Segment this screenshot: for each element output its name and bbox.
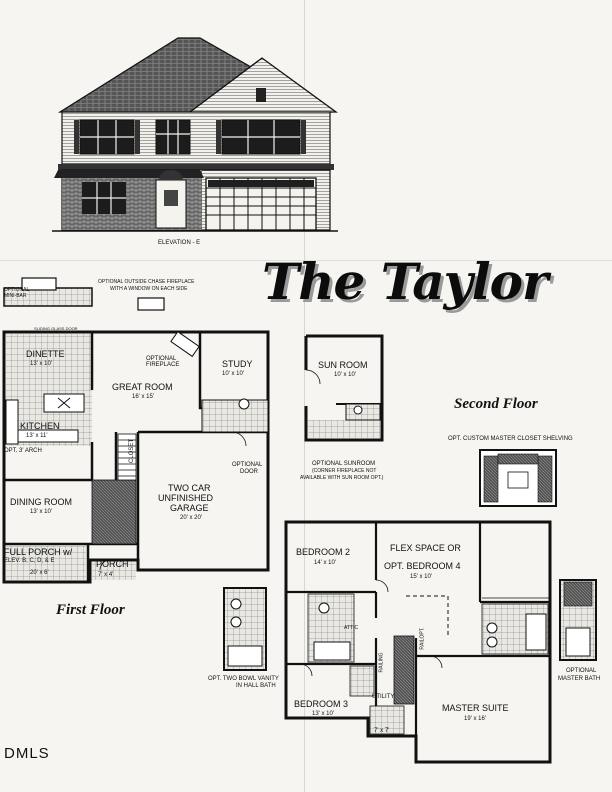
second-floor-plan xyxy=(284,520,552,764)
opt-fireplace-note-1: OPTIONAL xyxy=(146,356,177,362)
two-bowl-note-2: IN HALL BATH xyxy=(236,683,276,689)
flex-space-label-2: OPT. BEDROOM 4 xyxy=(384,561,461,571)
glass-door-note: SLIDING GLASS DOOR xyxy=(34,326,78,331)
mini-bar-note-2: MINI-BAR xyxy=(4,293,27,299)
dinette-size: 13' x 10' xyxy=(30,361,52,367)
opt-arch-note: OPT. 3' ARCH xyxy=(4,448,42,454)
opt-master-bath-detail xyxy=(559,579,597,661)
mini-bar-note-1: OPTIONAL xyxy=(4,287,30,293)
dining-room-size: 13' x 10' xyxy=(30,509,52,515)
flex-space-size: 15' x 10' xyxy=(410,574,432,580)
closet-label: CLOSET xyxy=(129,438,136,464)
bedroom-2-size: 14' x 10' xyxy=(314,560,336,566)
flex-space-label-1: FLEX SPACE OR xyxy=(390,543,461,553)
opt-door-note-1: OPTIONAL xyxy=(232,462,263,468)
first-floor-plan xyxy=(2,277,270,584)
great-room-size: 16' x 15' xyxy=(132,394,154,400)
porch-size: 7' x 4' xyxy=(98,572,114,578)
master-bath-note-1: OPTIONAL xyxy=(566,668,597,674)
elevation-label: ELEVATION - E xyxy=(158,240,201,246)
second-floor-label: Second Floor xyxy=(454,396,538,412)
sunroom-plan xyxy=(304,334,384,442)
master-suite-label: MASTER SUITE xyxy=(442,703,509,713)
paper-fold-horizontal xyxy=(0,260,612,261)
dinette-label: DINETTE xyxy=(26,349,65,359)
full-porch-label-1: FULL PORCH w/ xyxy=(4,547,73,557)
railing-label: RAILING xyxy=(378,652,385,673)
kitchen-label: KITCHEN xyxy=(20,421,60,431)
full-porch-label-2: ELEV. B, C, D, & E xyxy=(4,558,55,564)
closet-shelving-note: OPT. CUSTOM MASTER CLOSET SHELVING xyxy=(448,436,573,442)
dining-room-label: DINING ROOM xyxy=(10,497,72,507)
utility-label: UTILITY xyxy=(372,694,395,700)
kitchen-size: 13' x 11' xyxy=(26,433,48,439)
opt-door-note-2: DOOR xyxy=(240,469,258,475)
garage-label-2: UNFINISHED xyxy=(158,493,214,503)
sun-room-size: 10' x 10' xyxy=(334,372,356,378)
paper-fold-vertical xyxy=(304,0,305,792)
wic-size: 7' x 7' xyxy=(374,728,390,734)
chase-fireplace-note-2: WITH A WINDOW ON EACH SIDE xyxy=(110,286,188,292)
attic-label: ATTIC xyxy=(344,625,359,631)
sunroom-note-1: (CORNER FIREPLACE NOT xyxy=(312,468,377,474)
full-porch-size: 20' x 6' xyxy=(30,570,49,576)
first-floor-label: First Floor xyxy=(56,602,125,618)
closet-shelving-detail xyxy=(479,449,557,507)
master-bath-note-2: MASTER BATH xyxy=(558,676,601,682)
master-suite-size: 19' x 16' xyxy=(464,716,486,722)
garage-label-3: GARAGE xyxy=(170,503,209,513)
plan-title: The Taylor xyxy=(262,252,548,311)
sun-room-label: SUN ROOM xyxy=(318,360,368,370)
rail-opt-label: RAILOPT. xyxy=(419,627,426,650)
house-elevation-drawing xyxy=(52,37,338,232)
two-bowl-note-1: OPT. TWO BOWL VANITY xyxy=(208,676,279,682)
porch-label: PORCH xyxy=(96,559,129,569)
opt-fireplace-note-2: FIREPLACE xyxy=(146,362,180,368)
bedroom-3-size: 13' x 10' xyxy=(312,711,334,717)
great-room-label: GREAT ROOM xyxy=(112,382,173,392)
opt-sunroom-note: OPTIONAL SUNROOM xyxy=(312,461,376,467)
study-label: STUDY xyxy=(222,359,253,369)
bedroom-2-label: BEDROOM 2 xyxy=(296,547,351,557)
chase-fireplace-note-1: OPTIONAL OUTSIDE CHASE FIREPLACE xyxy=(98,279,195,285)
mls-watermark: DMLS xyxy=(4,745,50,762)
bedroom-3-label: BEDROOM 3 xyxy=(294,699,349,709)
sunroom-note-2: AVAILABLE WITH SUN ROOM OPT.) xyxy=(300,475,384,481)
garage-label-1: TWO CAR xyxy=(168,483,211,493)
opt-hall-bath-detail xyxy=(223,587,267,671)
study-size: 10' x 10' xyxy=(222,371,244,377)
garage-size: 20' x 20' xyxy=(180,515,202,521)
